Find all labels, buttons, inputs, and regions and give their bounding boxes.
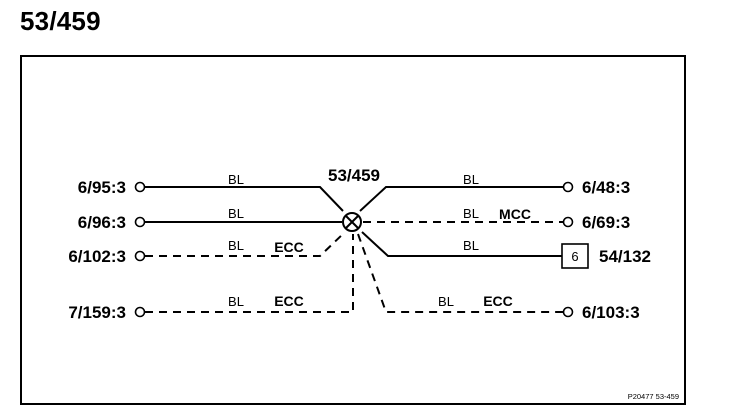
terminal-label: 54/132 [599, 247, 651, 266]
wire-6-95-3 [145, 186, 344, 212]
terminal-circle [562, 216, 574, 228]
wire-6-48-3 [359, 186, 563, 212]
wire-color-label: BL [463, 238, 479, 253]
wire-option-label: ECC [483, 293, 513, 309]
reference-code: P20477 53-459 [628, 392, 679, 401]
terminal-label: 7/159:3 [68, 303, 126, 322]
wire-54-132 [361, 231, 562, 257]
terminal-label: 6/69:3 [582, 213, 630, 232]
wire-color-label: BL [228, 294, 244, 309]
terminal-label: 6/95:3 [78, 178, 126, 197]
wire-6-103-3 [357, 233, 563, 313]
terminal-circle [134, 250, 146, 262]
terminal-label: 6/96:3 [78, 213, 126, 232]
terminal-label: 6/103:3 [582, 303, 640, 322]
terminal-label: 6/48:3 [582, 178, 630, 197]
terminal-circle [562, 181, 574, 193]
terminal-label: 6/102:3 [68, 247, 126, 266]
terminal-circle [134, 216, 146, 228]
wire-color-label: BL [463, 206, 479, 221]
wire-option-label: ECC [274, 293, 304, 309]
terminal-circle [134, 306, 146, 318]
terminal-circle [562, 306, 574, 318]
diagram-frame [20, 55, 686, 405]
wire-color-label: BL [438, 294, 454, 309]
terminal-circle [134, 181, 146, 193]
wire-option-label: ECC [274, 239, 304, 255]
splice-label: 53/459 [328, 166, 380, 185]
connector-box [561, 243, 589, 269]
wire-color-label: BL [463, 172, 479, 187]
wire-option-label: MCC [499, 206, 531, 222]
wire-7-159-3 [145, 234, 354, 313]
wire-color-label: BL [228, 206, 244, 221]
splice-point [342, 212, 362, 232]
connector-number: 6 [571, 249, 578, 264]
page-title: 53/459 [20, 6, 101, 36]
wire-color-label: BL [228, 238, 244, 253]
wire-6-102-3 [145, 231, 346, 257]
wire-color-label: BL [228, 172, 244, 187]
